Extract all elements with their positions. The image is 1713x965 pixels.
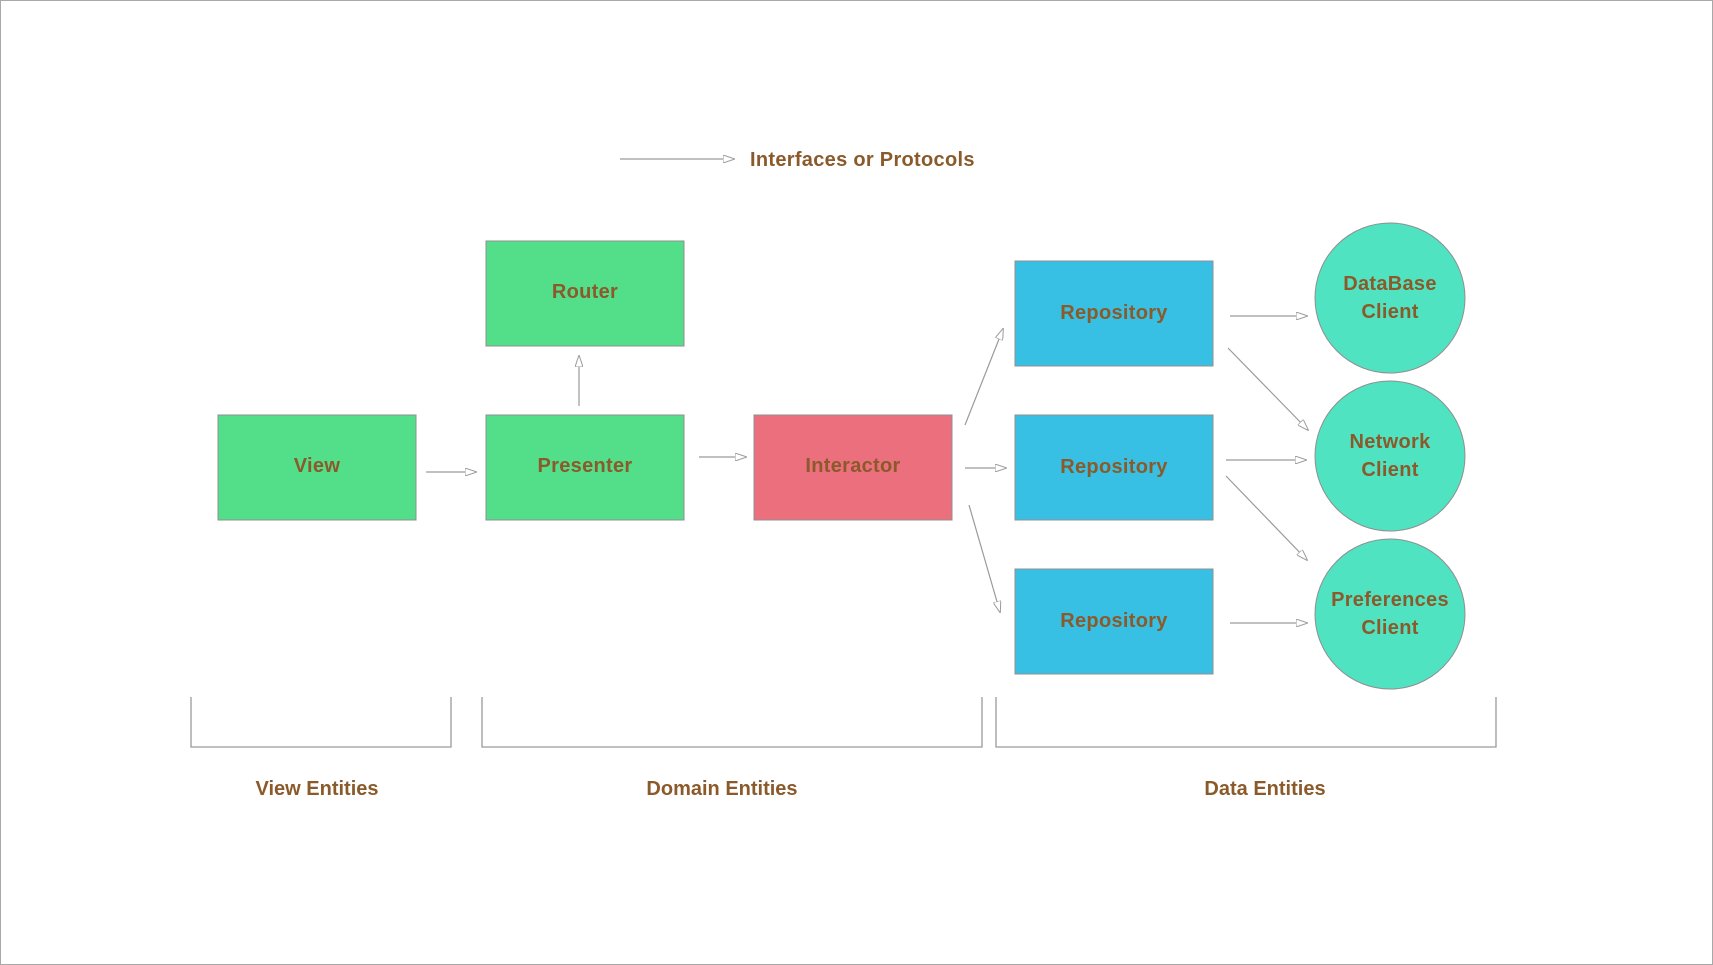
- database-client-label-line1: DataBase: [1343, 273, 1437, 295]
- view-label: View: [294, 455, 341, 477]
- network-client-label-line1: Network: [1349, 431, 1431, 453]
- database-client-label-line2: Client: [1361, 301, 1418, 323]
- legend-label: Interfaces or Protocols: [750, 149, 975, 171]
- arrow-repository-1-to-network-client: [1227, 347, 1308, 430]
- repository-node-2[interactable]: Repository: [1014, 414, 1214, 521]
- interactor-node[interactable]: Interactor: [753, 414, 953, 521]
- network-client-node[interactable]: Network Client: [1314, 380, 1466, 532]
- data-entities-label: Data Entities: [1204, 778, 1325, 800]
- repository-label-3: Repository: [1060, 610, 1168, 632]
- repository-label-2: Repository: [1060, 456, 1168, 478]
- network-client-label-line2: Client: [1361, 459, 1418, 481]
- preferences-client-label-line1: Preferences: [1331, 589, 1449, 611]
- preferences-client-label-line2: Client: [1361, 617, 1418, 639]
- repository-node-1[interactable]: Repository: [1014, 260, 1214, 367]
- router-label: Router: [552, 281, 618, 303]
- preferences-client-node[interactable]: Preferences Client: [1314, 538, 1466, 690]
- database-client-node[interactable]: DataBase Client: [1314, 222, 1466, 374]
- presenter-label: Presenter: [538, 455, 633, 477]
- router-node[interactable]: Router: [485, 240, 685, 347]
- view-entities-bracket: [190, 697, 452, 748]
- interactor-label: Interactor: [805, 455, 900, 477]
- arrow-repository-2-to-preferences-client: [1225, 475, 1307, 560]
- view-node[interactable]: View: [217, 414, 417, 521]
- repository-label-1: Repository: [1060, 302, 1168, 324]
- arrow-interactor-to-repository-3: [968, 504, 1000, 612]
- repository-node-3[interactable]: Repository: [1014, 568, 1214, 675]
- presenter-node[interactable]: Presenter: [485, 414, 685, 521]
- domain-entities-label: Domain Entities: [646, 778, 797, 800]
- data-entities-bracket: [995, 697, 1497, 748]
- domain-entities-bracket: [481, 697, 983, 748]
- view-entities-label: View Entities: [255, 778, 378, 800]
- arrow-interactor-to-repository-1: [964, 329, 1003, 426]
